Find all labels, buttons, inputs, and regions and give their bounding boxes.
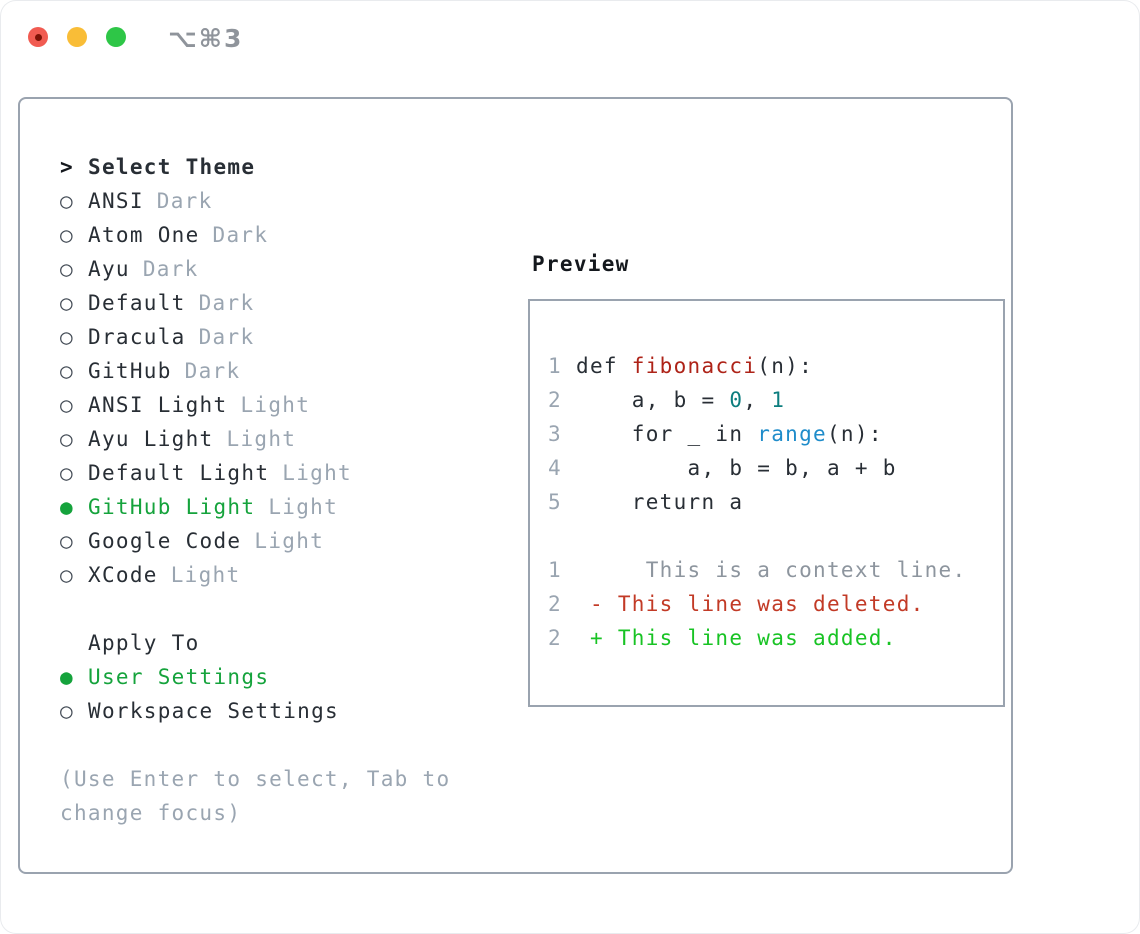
diff-deleted-line: 2 - This line was deleted. [548,587,925,621]
line-number: 1 [548,558,562,582]
theme-list-header: > Select Theme [60,150,255,184]
code-line: 4 a, b = b, a + b [548,451,897,485]
radio-icon: ○ [60,359,74,383]
line-number: 3 [548,422,562,446]
help-text-line1: (Use Enter to select, Tab to [60,767,451,791]
apply-to-header: Apply To [88,631,200,655]
radio-icon: ○ [60,529,74,553]
titlebar: ⌥⌘3 [0,0,1140,74]
line-number: 2 [548,626,562,650]
radio-icon: ○ [60,427,74,451]
radio-icon: ○ [60,699,74,723]
traffic-lights [28,27,126,47]
radio-icon: ○ [60,223,74,247]
line-number: 4 [548,456,562,480]
radio-icon: ○ [60,461,74,485]
radio-selected-icon: ● [60,495,74,519]
maximize-button[interactable] [106,27,126,47]
apply-option-user-settings[interactable]: ●User Settings [60,660,269,694]
apply-option-workspace-settings[interactable]: ○Workspace Settings [60,694,339,728]
code-line: 3 for _ in range(n): [548,417,883,451]
window-title: ⌥⌘3 [168,24,244,53]
selection-caret-icon: > [60,155,74,179]
line-number: 2 [548,592,562,616]
radio-icon: ○ [60,563,74,587]
close-button[interactable] [28,27,48,47]
radio-selected-icon: ● [60,665,74,689]
minimize-button[interactable] [67,27,87,47]
line-number: 5 [548,490,562,514]
line-number: 2 [548,388,562,412]
code-line: 2 a, b = 0, 1 [548,383,785,417]
radio-icon: ○ [60,257,74,281]
radio-icon: ○ [60,325,74,349]
radio-icon: ○ [60,189,74,213]
code-line: 5 return a [548,485,743,519]
help-text-line2: change focus) [60,801,242,825]
radio-icon: ○ [60,291,74,315]
diff-added-line: 2 + This line was added. [548,621,897,655]
diff-context-line: 1 This is a context line. [548,553,966,587]
theme-list-title: Select Theme [88,155,256,179]
line-number: 1 [548,354,562,378]
preview-header: Preview [532,252,630,276]
radio-icon: ○ [60,393,74,417]
